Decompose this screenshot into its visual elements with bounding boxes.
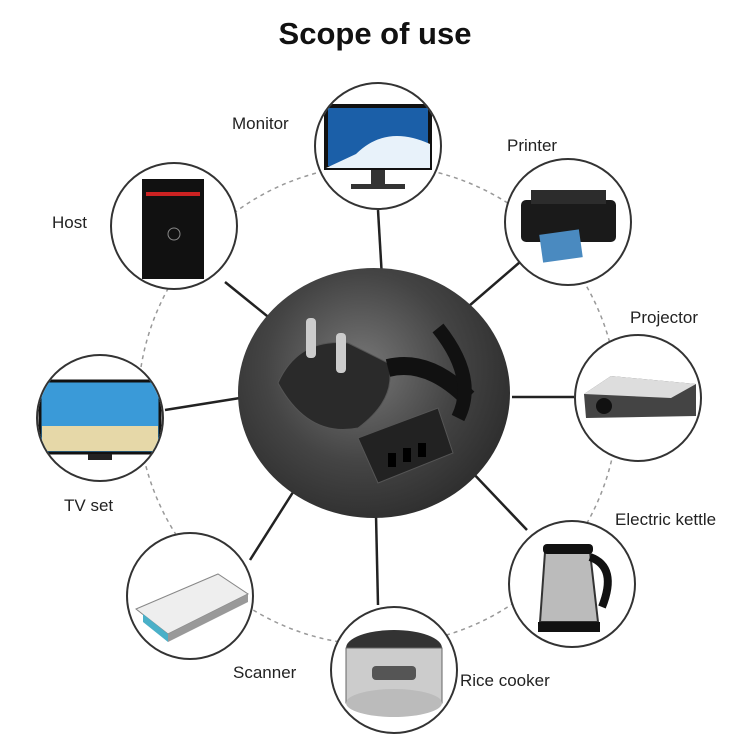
page-title: Scope of use: [278, 16, 472, 51]
line-kettle: [469, 469, 528, 531]
scanner-icon: [135, 573, 249, 642]
device-monitor: [314, 82, 442, 210]
label-rice-cooker: Rice cooker: [460, 671, 550, 690]
device-electric-kettle: [508, 520, 636, 648]
computer-tower-icon: [142, 179, 204, 279]
label-host: Host: [52, 213, 87, 232]
line-tv: [164, 396, 241, 412]
kettle-icon: [538, 544, 612, 632]
label-scanner: Scanner: [233, 663, 297, 682]
device-tv-set: [36, 354, 164, 482]
device-scanner: [126, 532, 254, 660]
printer-icon: [521, 190, 616, 263]
tv-icon: [38, 379, 162, 460]
line-rice-cooker: [374, 514, 380, 606]
line-host: [224, 281, 273, 321]
line-printer: [461, 261, 521, 313]
device-rice-cooker: [330, 606, 458, 734]
device-projector: [574, 334, 702, 462]
monitor-icon: [324, 104, 432, 189]
label-monitor: Monitor: [232, 114, 289, 133]
label-electric-kettle: Electric kettle: [615, 510, 717, 529]
power-cable-image: [238, 268, 510, 518]
label-tv-set: TV set: [64, 496, 114, 515]
label-printer: Printer: [507, 136, 558, 155]
line-monitor: [376, 209, 384, 279]
device-printer: [504, 158, 632, 286]
rice-cooker-icon: [345, 630, 443, 717]
projector-icon: [584, 376, 696, 418]
label-projector: Projector: [630, 308, 699, 327]
eu-power-plug-cable-icon: [277, 318, 475, 484]
device-host: [110, 162, 238, 290]
